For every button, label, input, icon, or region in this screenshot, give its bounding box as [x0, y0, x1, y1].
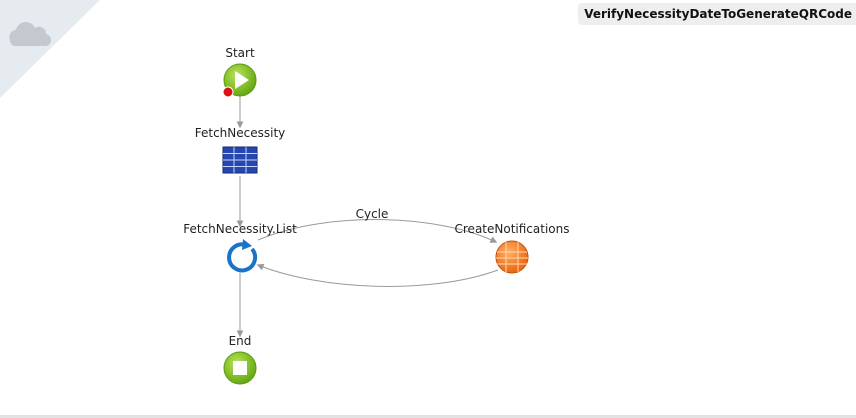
node-label-fetch: FetchNecessity	[194, 126, 286, 140]
corner-decoration	[0, 0, 100, 98]
node-start[interactable]	[222, 63, 257, 98]
node-label-create: CreateNotifications	[454, 222, 570, 236]
node-foreach[interactable]	[224, 239, 258, 273]
connector-return	[256, 263, 499, 287]
foreach-loop-icon	[224, 239, 258, 273]
end-stop-icon	[223, 351, 257, 385]
flow-title: VerifyNecessityDateToGenerateQRCode	[578, 3, 856, 25]
breakpoint-icon[interactable]	[222, 86, 234, 98]
node-create-notifications[interactable]	[495, 240, 529, 274]
connectors	[236, 96, 499, 338]
node-fetch-necessity[interactable]	[222, 146, 258, 174]
aggregate-table-icon	[222, 146, 258, 174]
node-label-start: Start	[225, 46, 255, 60]
node-label-end: End	[228, 334, 252, 348]
edge-label-cycle: Cycle	[355, 207, 389, 221]
server-action-icon	[495, 240, 529, 274]
node-label-foreach: FetchNecessity.List	[183, 222, 297, 236]
node-end[interactable]	[223, 351, 257, 385]
cloud-icon	[9, 21, 52, 47]
start-play-icon	[223, 63, 257, 97]
connector-cycle	[257, 219, 498, 243]
bottom-divider	[0, 415, 856, 418]
